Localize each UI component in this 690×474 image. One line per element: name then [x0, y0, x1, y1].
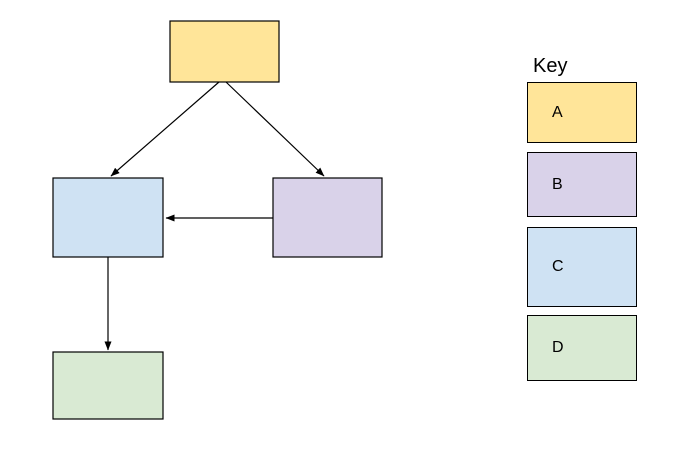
key-item-label: B: [552, 175, 563, 193]
key-item-label: C: [552, 258, 564, 275]
diagram-node-c-blue[interactable]: [52, 177, 164, 258]
key-item-c[interactable]: C: [527, 227, 637, 307]
diagram-node-d-green[interactable]: [52, 351, 164, 420]
key-item-b[interactable]: B: [527, 152, 637, 217]
diagram-node-b-purple[interactable]: [272, 177, 383, 258]
key-item-d[interactable]: D: [527, 315, 637, 381]
diagram-node-a-yellow[interactable]: [169, 20, 280, 83]
key-item-a[interactable]: A: [527, 82, 637, 143]
key-item-label: A: [552, 103, 563, 121]
key-item-label: D: [552, 339, 564, 356]
edge-a-to-c: [110, 81, 220, 177]
edge-a-to-b: [225, 81, 325, 177]
key-title: Key: [533, 55, 568, 77]
